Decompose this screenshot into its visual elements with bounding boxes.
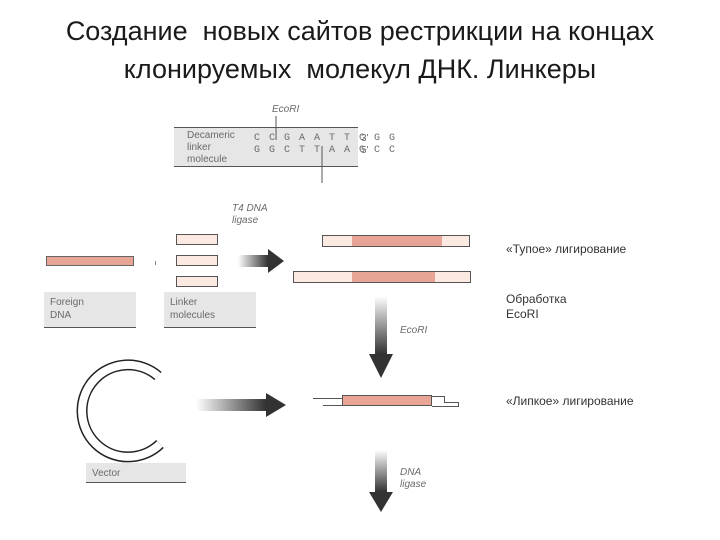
sticky-product-insert bbox=[342, 395, 432, 406]
linker-bottom-rule bbox=[174, 166, 358, 167]
linker-top-strand: C C G A A T T C G G bbox=[254, 133, 397, 144]
foreign-dna-label-line-1: Foreign bbox=[50, 297, 84, 308]
linker-top-rule bbox=[174, 127, 358, 128]
linker-molecules-label-rule bbox=[164, 327, 256, 328]
slide-title-line-2: клонируемых молекул ДНК. Линкеры bbox=[123, 54, 597, 84]
dna-ligase-arrow bbox=[369, 450, 393, 512]
foreign-dna-label-rule bbox=[44, 327, 136, 328]
vector-ring-icon bbox=[76, 359, 164, 463]
treatment-note-line-1: Обработка bbox=[506, 292, 567, 306]
linker-sequence-shade bbox=[174, 128, 358, 166]
ecori-enzyme-label: EcoRI bbox=[400, 325, 428, 336]
bottom-strand-end-label: 5' bbox=[361, 145, 369, 156]
linker-molecule-3 bbox=[176, 276, 218, 287]
top-strand-end-label: 3' bbox=[361, 133, 369, 144]
linker-molecule-2 bbox=[176, 255, 218, 266]
t4-ligase-label-line-1: T4 DNA bbox=[232, 203, 268, 214]
foreign-dna-strand bbox=[46, 256, 134, 266]
blunt-product-bottom-strand bbox=[293, 271, 471, 283]
sticky-end-left-overhang bbox=[313, 398, 342, 399]
vector-insert-arrow bbox=[196, 393, 286, 417]
linker-molecules-label-line-1: Linker bbox=[170, 297, 198, 308]
linker-molecule-1 bbox=[176, 234, 218, 245]
ecori-site-label: EcoRI bbox=[272, 104, 300, 115]
linker-label-line-1: Decameric bbox=[187, 130, 235, 141]
foreign-dna-tick bbox=[155, 261, 156, 265]
blunt-product-top-insert bbox=[352, 236, 442, 246]
linker-molecules-label-line-2: molecules bbox=[170, 310, 216, 321]
ligation-arrow bbox=[238, 249, 284, 273]
sticky-end-right-notch bbox=[444, 396, 445, 402]
dna-ligase-label-line-1: DNA bbox=[400, 467, 422, 478]
sticky-end-left-step bbox=[323, 405, 342, 406]
t4-ligase-label-line-2: ligase bbox=[232, 215, 259, 226]
sticky-end-right-overhang bbox=[432, 396, 444, 397]
linker-bottom-strand: G G C T T A A G C C bbox=[254, 145, 397, 156]
linker-label-line-2: linker bbox=[187, 142, 211, 153]
blunt-product-bottom-insert bbox=[352, 272, 435, 282]
linker-molecules-label-shade bbox=[164, 292, 256, 327]
sticky-end-right-step bbox=[444, 402, 458, 403]
sticky-ligation-note: «Липкое» лигирование bbox=[506, 394, 634, 408]
slide-title-line-1: Создание новых сайтов рестрикции на конц… bbox=[65, 16, 655, 46]
blunt-product-top-strand bbox=[322, 235, 470, 247]
blunt-ligation-note: «Тупое» лигирование bbox=[506, 242, 627, 256]
foreign-dna-label-line-2: DNA bbox=[50, 310, 72, 321]
ecori-digest-arrow bbox=[369, 296, 393, 378]
treatment-note-line-2: EcoRI bbox=[506, 307, 539, 321]
vector-label: Vector bbox=[92, 468, 121, 479]
sticky-end-right-tail bbox=[458, 402, 459, 406]
dna-ligase-label-line-2: ligase bbox=[400, 479, 427, 490]
sticky-end-right-bottom bbox=[432, 406, 459, 407]
vector-label-shade bbox=[86, 463, 186, 482]
foreign-dna-label-shade bbox=[44, 292, 136, 327]
linker-label-line-3: molecule bbox=[187, 154, 228, 165]
vector-label-rule bbox=[86, 482, 186, 483]
